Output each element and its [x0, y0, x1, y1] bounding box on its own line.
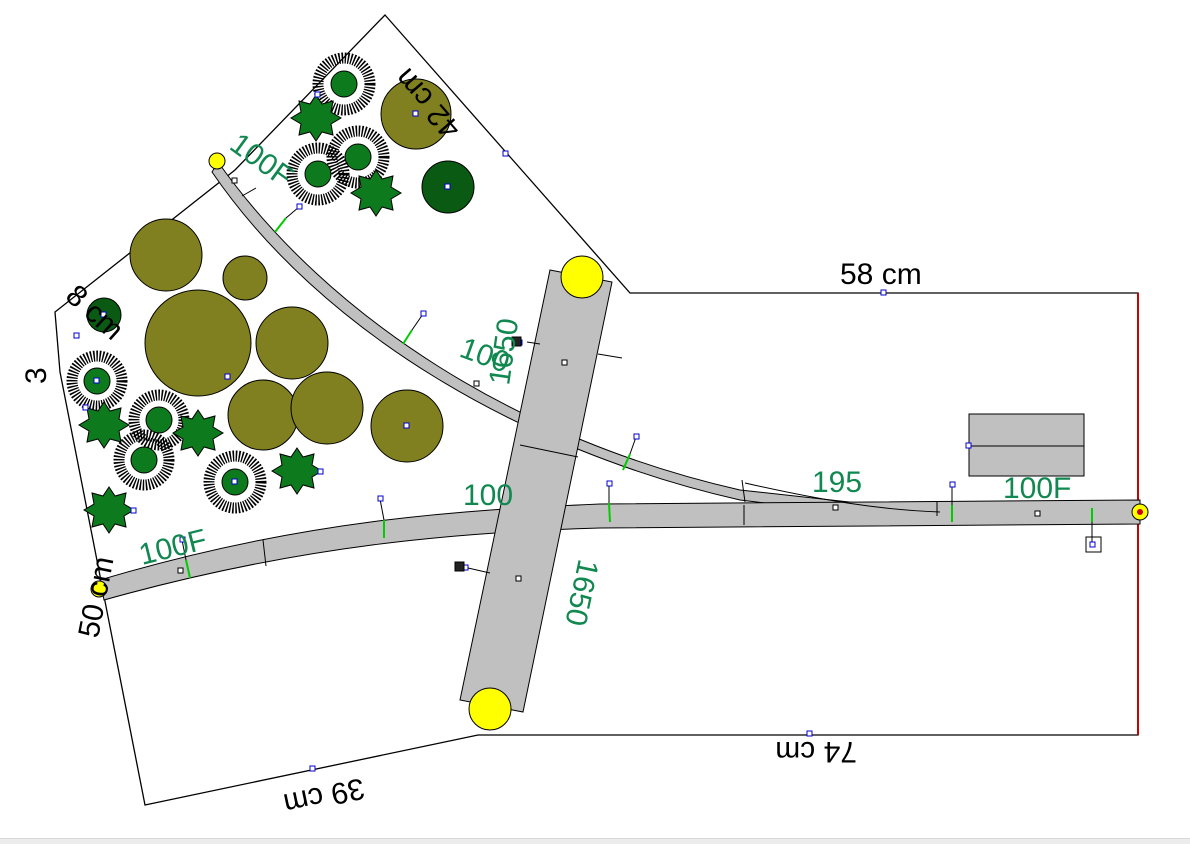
gauge-markers [185, 217, 1093, 579]
tree-conifer[interactable] [66, 350, 128, 412]
tree-olive[interactable] [290, 371, 364, 445]
tree-star[interactable] [78, 401, 130, 449]
tree-conifer[interactable] [286, 142, 350, 206]
track-label-100-main[interactable]: 100 [463, 479, 513, 512]
track-main[interactable] [99, 499, 1141, 601]
tree-star[interactable] [271, 447, 323, 495]
dimension-label-58cm[interactable]: 58 cm [840, 258, 922, 291]
dimension-label-39cm[interactable]: 39 cm [281, 771, 368, 820]
tree-conifer[interactable] [203, 450, 267, 514]
track-turnout[interactable] [744, 482, 941, 513]
tree-star[interactable] [290, 94, 342, 142]
tree-conifer[interactable] [326, 125, 390, 189]
device-marker[interactable] [454, 561, 465, 572]
tree-olive[interactable] [227, 379, 299, 451]
tree-star[interactable] [350, 169, 402, 217]
endpoints [90, 152, 1149, 731]
star-trees [78, 94, 402, 534]
endpoint-yellow[interactable] [90, 580, 108, 598]
building[interactable] [968, 413, 1085, 477]
tree-conifer[interactable] [312, 52, 376, 116]
endpoint-yellow[interactable] [560, 255, 604, 299]
status-bar [0, 838, 1190, 844]
track-label-100f-right[interactable]: 100F [1003, 472, 1071, 505]
tree-star[interactable] [83, 486, 135, 534]
track-label-195[interactable]: 195 [812, 466, 862, 499]
track-centers [177, 177, 1102, 582]
endpoint-yellow[interactable] [208, 152, 226, 170]
tree-olive[interactable] [222, 255, 268, 301]
endpoint-yellow[interactable] [468, 687, 512, 731]
device-marker[interactable] [511, 336, 522, 347]
trees-olive [129, 78, 452, 463]
track-joints [241, 187, 938, 567]
dimension-label-3[interactable]: 3 [20, 367, 53, 384]
baseboard-outline[interactable] [54, 14, 1139, 806]
tree-conifer[interactable] [113, 429, 175, 491]
tree-olive[interactable] [255, 306, 329, 380]
tree-olive[interactable] [129, 218, 203, 292]
tree-olive[interactable] [144, 289, 252, 397]
tree-star[interactable] [172, 409, 224, 457]
dimension-label-74cm[interactable]: 74 cm [775, 735, 857, 768]
